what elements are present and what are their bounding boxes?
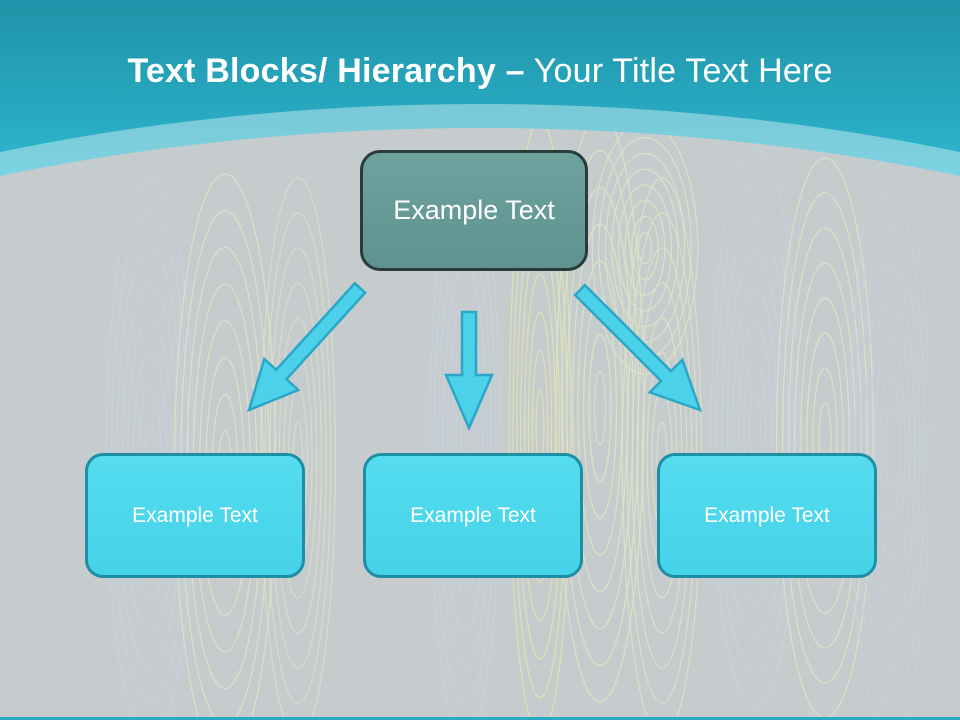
bottom-accent-strip bbox=[0, 717, 960, 720]
root-text-block: Example Text bbox=[360, 150, 588, 271]
child-text-block-2-label: Example Text bbox=[410, 503, 536, 527]
child-text-block-1-label: Example Text bbox=[132, 503, 258, 527]
child-text-block-3-label: Example Text bbox=[704, 503, 830, 527]
child-text-block-2: Example Text bbox=[363, 453, 583, 578]
child-text-block-3: Example Text bbox=[657, 453, 877, 578]
title-bold-segment: Text Blocks/ Hierarchy – bbox=[127, 52, 525, 90]
root-text-block-label: Example Text bbox=[393, 195, 555, 225]
child-text-block-1: Example Text bbox=[85, 453, 305, 578]
slide-title: Text Blocks/ Hierarchy – Your Title Text… bbox=[0, 52, 960, 91]
title-regular-segment: Your Title Text Here bbox=[533, 52, 833, 90]
